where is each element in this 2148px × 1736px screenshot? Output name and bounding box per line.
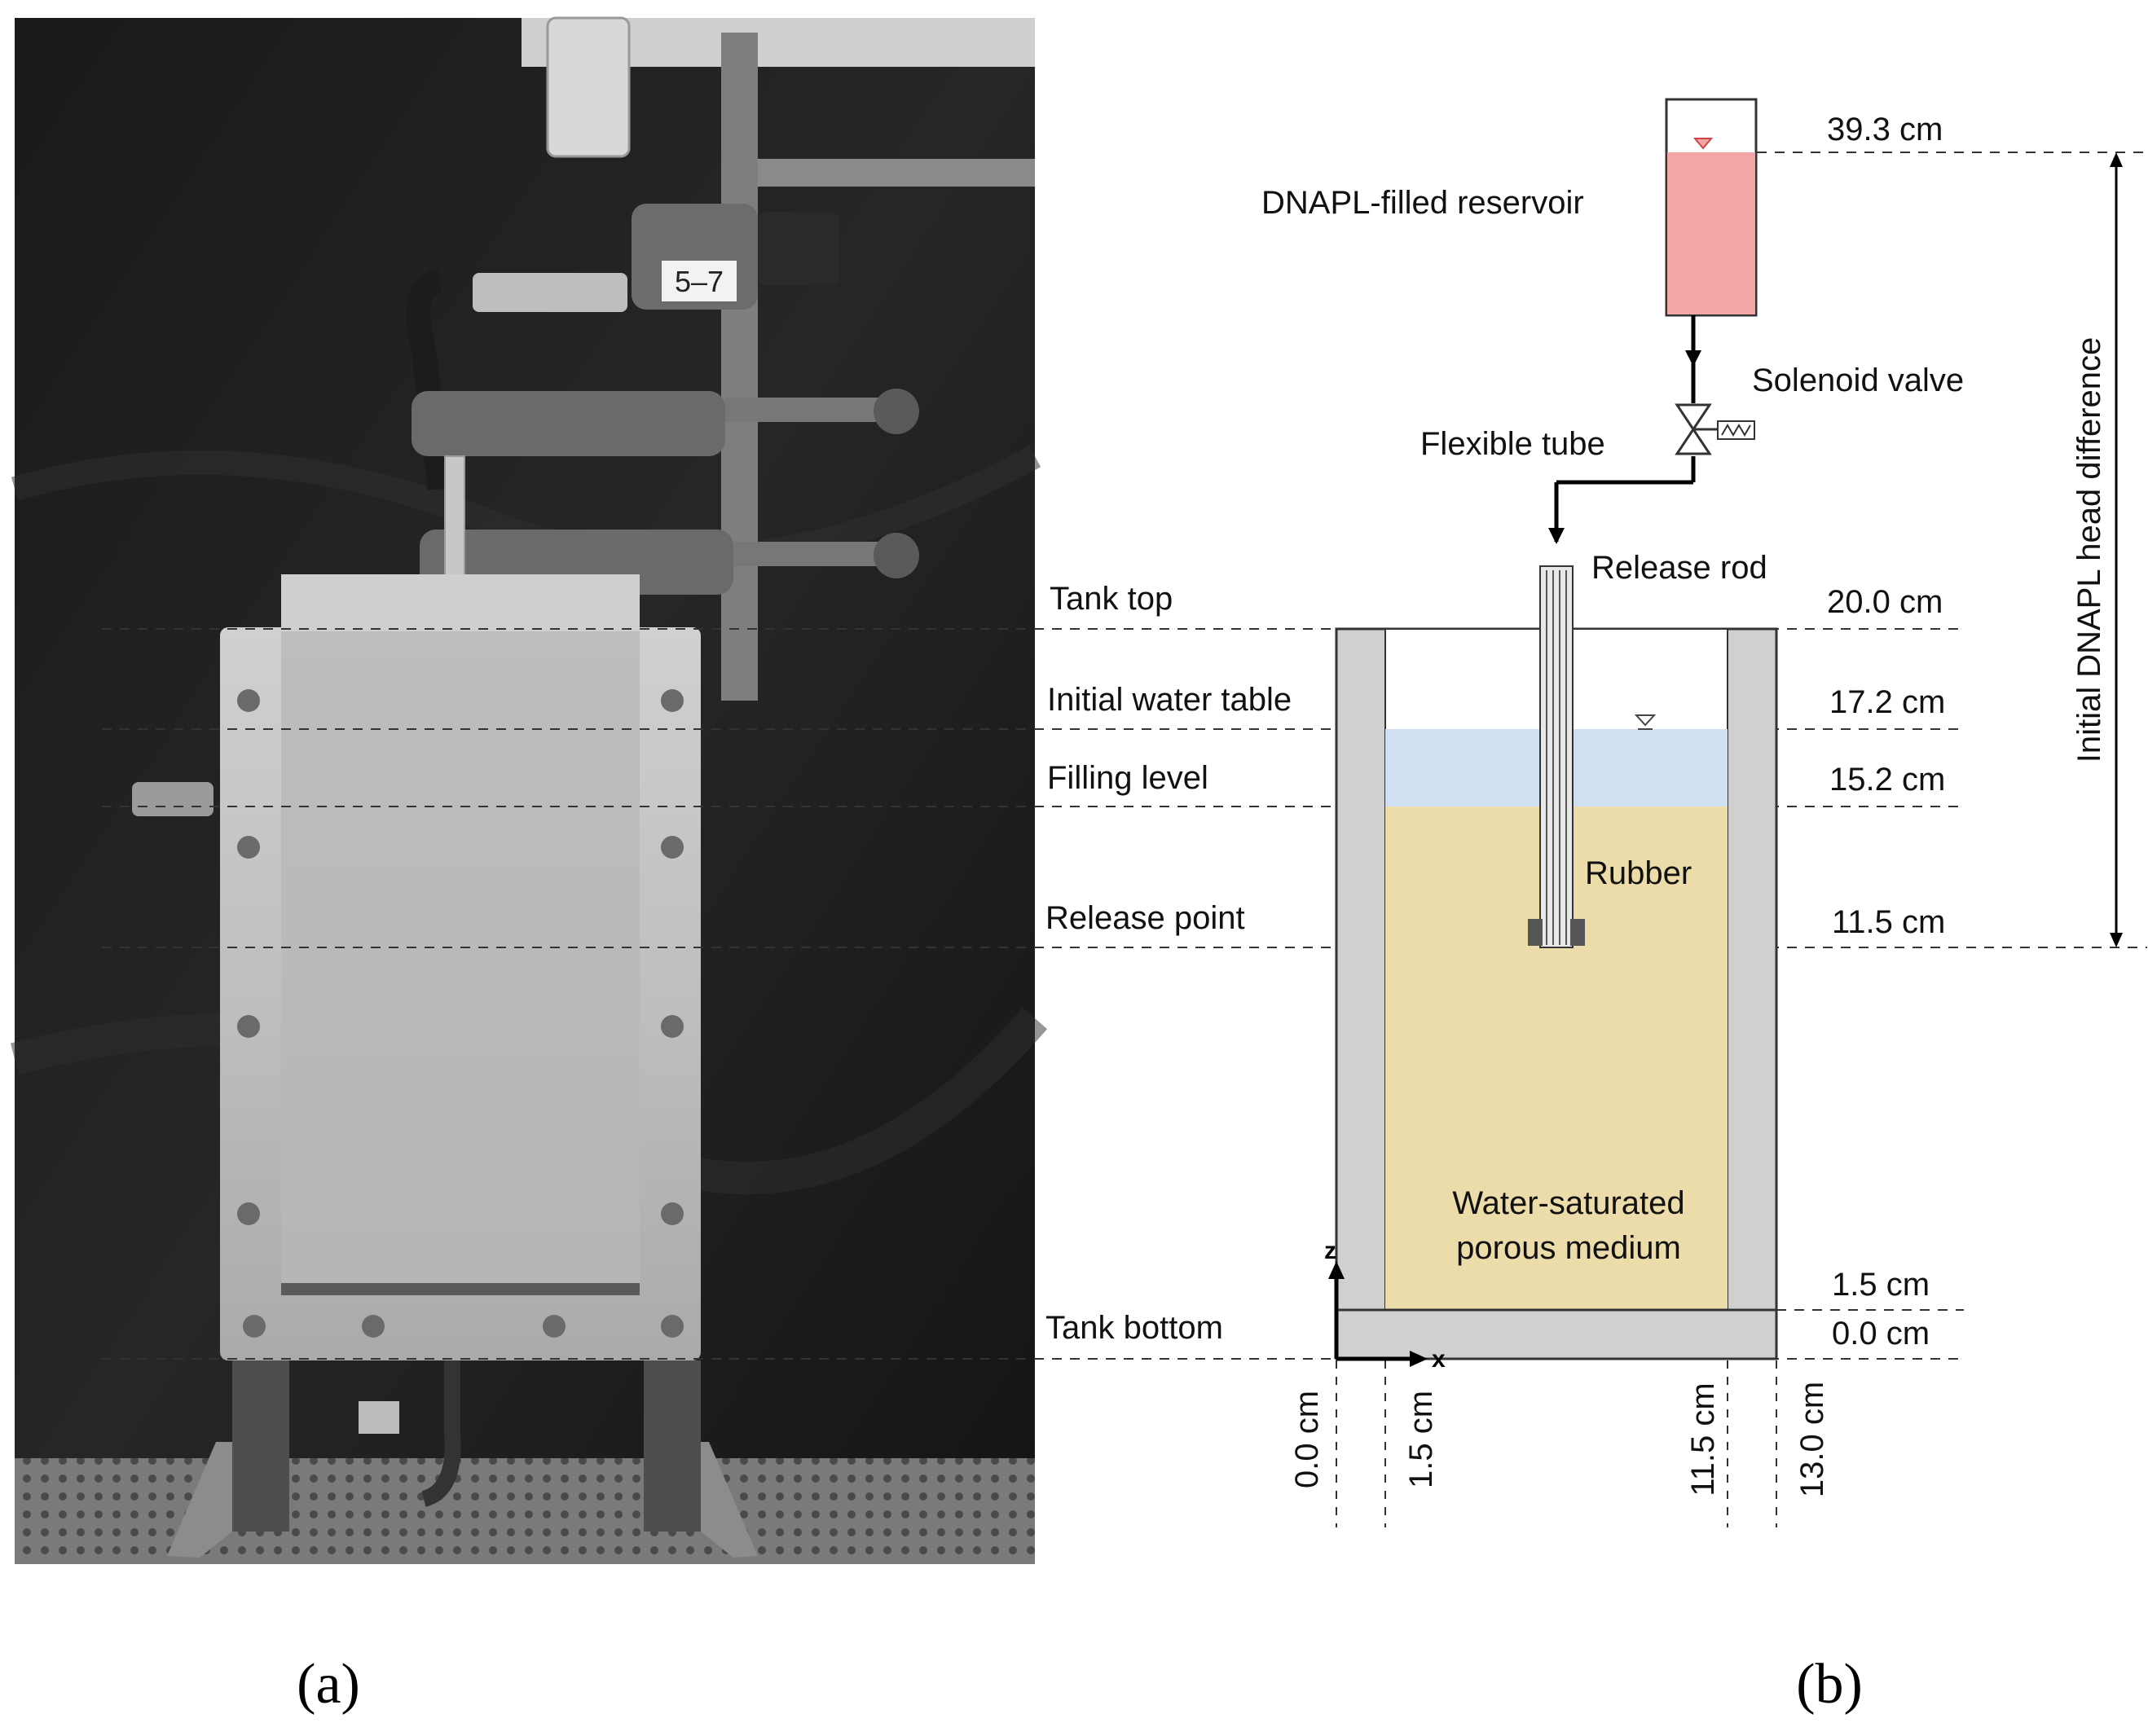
width-x2: 11.5 cm <box>1685 1382 1721 1496</box>
x-axis-label: x <box>1432 1346 1446 1373</box>
width-x0: 0.0 cm <box>1289 1391 1325 1488</box>
head-difference-label: Initial DNAPL head difference <box>2071 337 2107 763</box>
photo-base-mesh <box>15 1458 1035 1564</box>
tank-top-label: Tank top <box>1050 581 1173 617</box>
release-rod <box>1528 565 1585 948</box>
dnapl-reservoir <box>1665 98 1758 317</box>
coordinate-axes <box>1328 1261 1428 1367</box>
water-table-marker <box>1634 714 1657 727</box>
solenoid-valve-symbol <box>1675 403 1755 455</box>
width-guides <box>1336 1360 1777 1527</box>
height-water-table: 17.2 cm <box>1829 684 1945 720</box>
photo-panel: 5–7 <box>10 16 1048 1564</box>
release-point-label: Release point <box>1045 900 1245 936</box>
height-wall-bottom: 1.5 cm <box>1832 1267 1930 1303</box>
rubber-seal-left <box>1528 919 1543 946</box>
height-tank-top: 20.0 cm <box>1827 584 1943 620</box>
head-difference-arrow <box>2110 152 2123 947</box>
width-x3: 13.0 cm <box>1794 1382 1830 1497</box>
height-filling: 15.2 cm <box>1829 762 1945 798</box>
height-reservoir: 39.3 cm <box>1827 112 1943 147</box>
filling-level-label: Filling level <box>1047 760 1208 796</box>
rod-label: Release rod <box>1591 550 1767 586</box>
tank-bottom-label: Tank bottom <box>1045 1310 1223 1346</box>
syringe <box>546 16 631 158</box>
photo-screws <box>237 689 684 1338</box>
reservoir-label: DNAPL-filled reservoir <box>1261 185 1584 221</box>
medium-label-line2: porous medium <box>1456 1230 1681 1266</box>
valve-tag: 5–7 <box>675 265 724 298</box>
height-release: 11.5 cm <box>1832 904 1945 940</box>
medium-label-line1: Water-saturated <box>1452 1185 1684 1221</box>
width-x1: 1.5 cm <box>1403 1391 1439 1488</box>
caption-b: (b) <box>1796 1653 1863 1716</box>
tube-label: Flexible tube <box>1420 426 1605 462</box>
valve-label: Solenoid valve <box>1752 363 1964 398</box>
water-table-label: Initial water table <box>1047 682 1292 718</box>
rubber-seal-right <box>1570 919 1585 946</box>
level-guides <box>102 152 2147 1360</box>
z-axis-label: z <box>1324 1237 1336 1264</box>
caption-a: (a) <box>297 1653 360 1716</box>
flexible-tube <box>1554 315 1696 542</box>
height-bottom: 0.0 cm <box>1832 1316 1930 1351</box>
rubber-label: Rubber <box>1585 855 1692 891</box>
stand-rod <box>721 33 758 701</box>
clamp-upper <box>412 389 919 456</box>
